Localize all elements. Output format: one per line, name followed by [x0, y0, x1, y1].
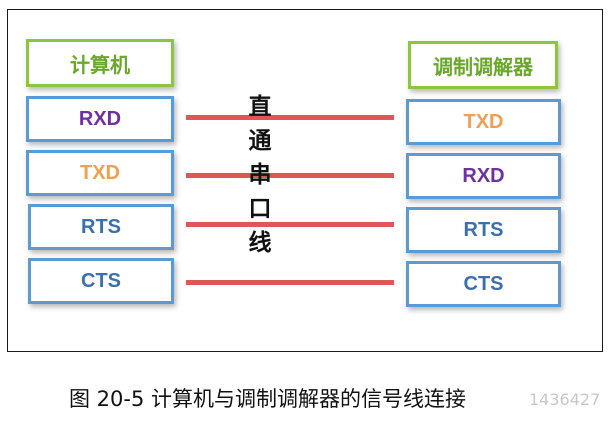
computer-header-box: 计算机: [26, 39, 174, 87]
wire-rts-rts: [186, 222, 394, 227]
wire-cts-cts: [186, 280, 394, 285]
wire-txd-rxd: [186, 173, 394, 178]
diagram-frame: [7, 9, 603, 352]
wire-rxd-txd: [186, 115, 394, 120]
figure-caption: 图 20-5 计算机与调制调解器的信号线连接: [69, 387, 467, 411]
modem-signal-cts: CTS: [406, 261, 561, 307]
cable-label-char: 串: [248, 162, 272, 188]
cable-label-char: 口: [248, 196, 272, 222]
cable-label-char: 直: [248, 94, 272, 120]
computer-signal-txd: TXD: [26, 150, 174, 196]
computer-signal-rts: RTS: [28, 204, 174, 250]
cable-label-char: 通: [248, 128, 272, 154]
modem-signal-rts: RTS: [406, 207, 561, 253]
watermark: 1436427: [529, 390, 601, 409]
computer-signal-rxd: RXD: [26, 96, 174, 142]
cable-label: 直 通 串 口 线: [242, 90, 278, 260]
modem-header-box: 调制调解器: [408, 41, 558, 89]
computer-signal-cts: CTS: [28, 258, 174, 304]
modem-signal-txd: TXD: [406, 99, 561, 145]
cable-label-char: 线: [248, 230, 272, 256]
modem-signal-rxd: RXD: [406, 153, 561, 199]
